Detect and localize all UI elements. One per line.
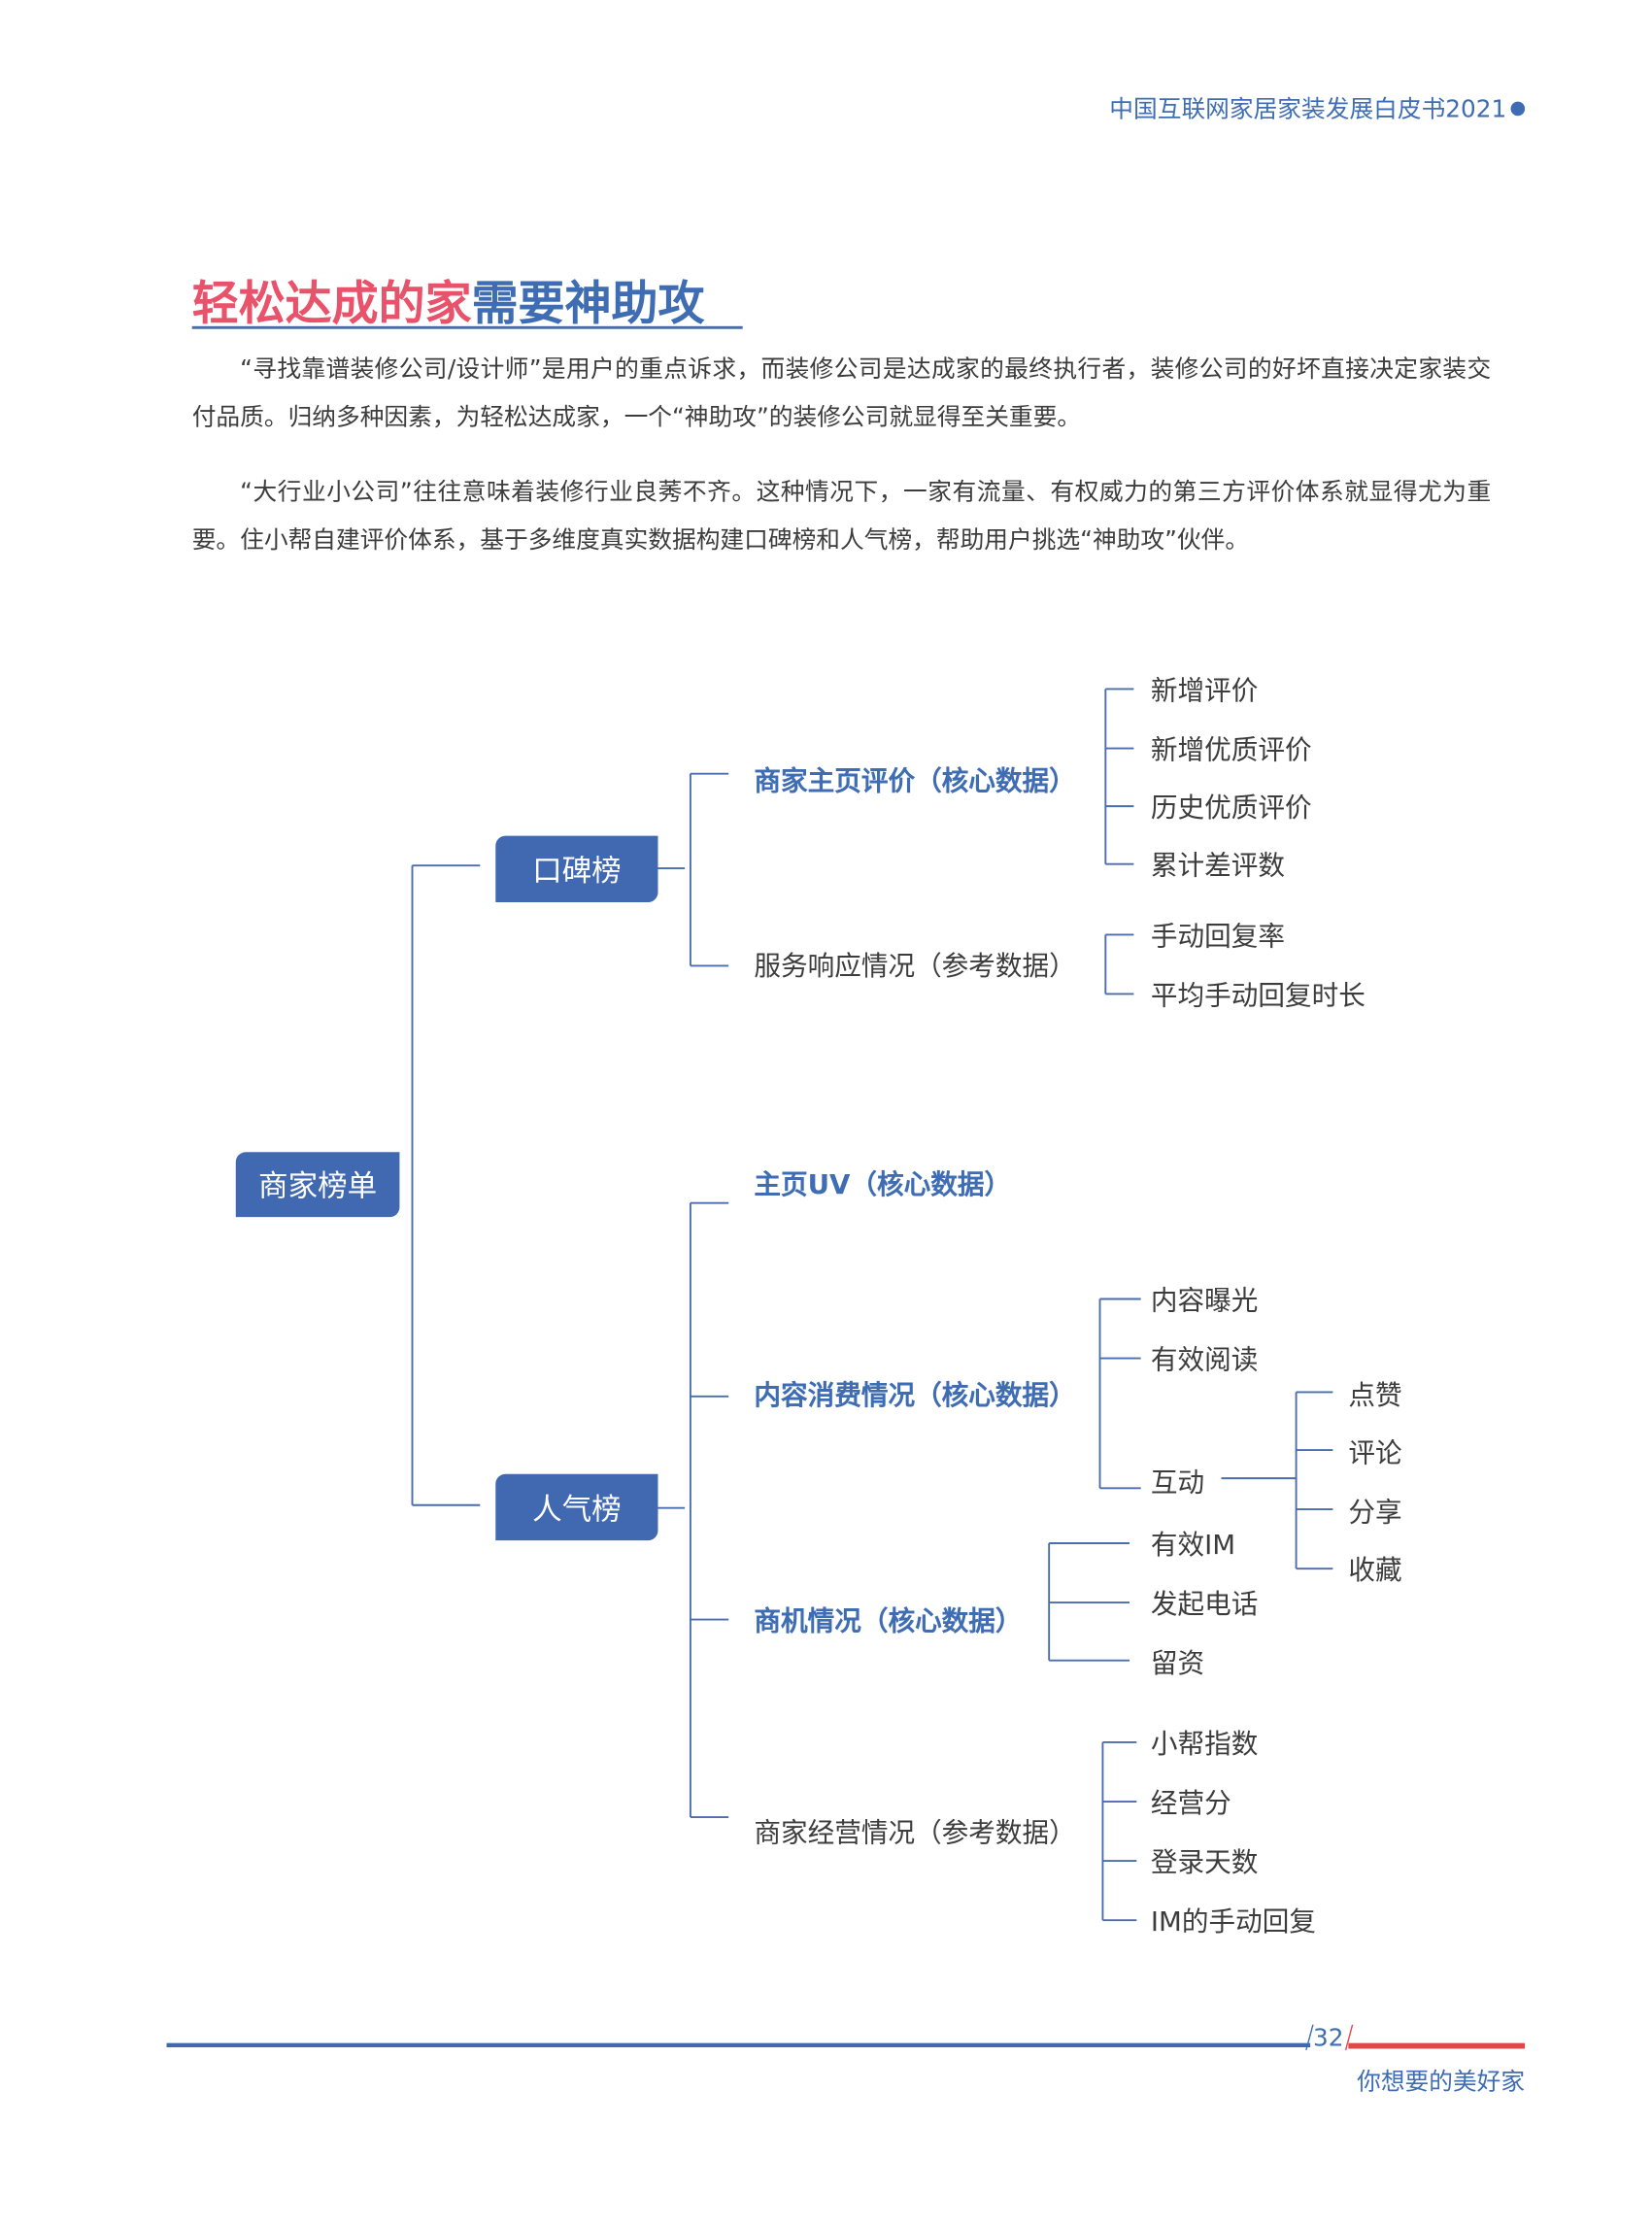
leaf-item: 留资: [1150, 1648, 1205, 1680]
footer-slogan: 你想要的美好家: [1357, 2068, 1526, 2097]
branch-content: 内容消费情况（核心数据）: [754, 1380, 1076, 1412]
header-title: 中国互联网家居家装发展白皮书2021: [1109, 95, 1507, 124]
leaf-item: 发起电话: [1150, 1589, 1259, 1621]
paragraph-2: “大行业小公司”往往意味着装修行业良莠不齐。这种情况下，一家有流量、有权威力的第…: [191, 478, 1492, 556]
leaf-item: 评论: [1348, 1437, 1402, 1469]
leaf-item: 历史优质评价: [1150, 792, 1312, 825]
branch-homepage-review: 商家主页评价（核心数据）: [754, 765, 1076, 797]
leaf-item: 内容曝光: [1150, 1285, 1259, 1317]
page-number: 32: [1313, 2024, 1344, 2053]
leaf-item: 经营分: [1150, 1788, 1231, 1820]
section-title: 轻松达成的家需要神助攻: [192, 265, 705, 333]
title-underline: [191, 325, 743, 329]
branch-operation: 商家经营情况（参考数据）: [754, 1817, 1076, 1849]
node-renqi: 人气榜: [495, 1473, 658, 1541]
leaf-item: IM的手动回复: [1150, 1906, 1316, 1938]
header-dot-icon: [1510, 101, 1526, 117]
leaf-item: 收藏: [1348, 1555, 1402, 1587]
node-root: 商家榜单: [235, 1152, 400, 1218]
node-koubei: 口碑榜: [495, 835, 658, 902]
leaf-item: 小帮指数: [1150, 1729, 1259, 1761]
leaf-item: 手动回复率: [1150, 921, 1285, 953]
leaf-item: 有效IM: [1150, 1530, 1236, 1562]
leaf-item: 平均手动回复时长: [1150, 980, 1365, 1012]
leaf-item: 分享: [1348, 1497, 1402, 1529]
leaf-item: 新增评价: [1150, 675, 1259, 707]
footer-blue-rule: [166, 2042, 1311, 2048]
branch-uv: 主页UV（核心数据）: [754, 1169, 1012, 1201]
leaf-item-interaction: 互动: [1150, 1467, 1205, 1500]
leaf-item: 累计差评数: [1150, 850, 1285, 882]
footer-red-rule: [1348, 2042, 1526, 2049]
running-header: 中国互联网家居家装发展白皮书2021: [1109, 89, 1526, 124]
branch-service: 服务响应情况（参考数据）: [754, 951, 1076, 983]
paragraph-1: “寻找靠谱装修公司/设计师”是用户的重点诉求，而装修公司是达成家的最终执行者，装…: [191, 355, 1492, 432]
leaf-item: 新增优质评价: [1150, 734, 1312, 766]
leaf-item: 登录天数: [1150, 1847, 1259, 1879]
branch-business: 商机情况（核心数据）: [754, 1605, 1023, 1637]
leaf-item: 有效阅读: [1150, 1344, 1259, 1376]
title-red-part: 轻松达成的家: [191, 275, 472, 331]
title-blue-part: 需要神助攻: [471, 275, 705, 331]
leaf-item: 点赞: [1348, 1380, 1402, 1412]
